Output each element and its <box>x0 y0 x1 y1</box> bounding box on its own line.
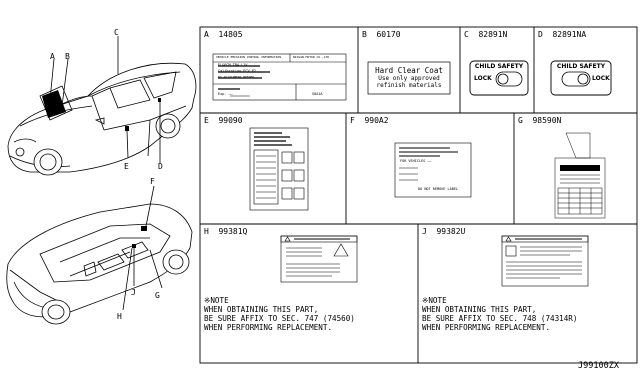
callout-a: A <box>50 52 55 61</box>
label-a-row1: VEHICLE EMISSION CONTROL INFORMATION <box>216 55 282 59</box>
label-a-drawing <box>212 53 347 101</box>
cell-h-title: H 99381Q <box>204 227 248 236</box>
cell-a-title: A 14805 <box>204 30 243 39</box>
label-grid <box>199 26 638 364</box>
label-d-title: CHILD SAFETY <box>556 63 606 70</box>
note-j-line3: BE SURE AFFIX TO SEC. 748 (74314R) <box>422 314 578 323</box>
callout-d: D <box>158 162 163 171</box>
note-h-line1: ※NOTE <box>204 296 229 305</box>
label-j-drawing <box>501 235 589 287</box>
top-car-drawing <box>7 36 197 176</box>
callout-e: E <box>124 162 129 171</box>
note-h-line3: BE SURE AFFIX TO SEC. 747 (74560) <box>204 314 355 323</box>
cell-j-title: J 99382U <box>422 227 466 236</box>
note-j-line1: ※NOTE <box>422 296 447 305</box>
reference-code: J99100ZX <box>578 361 619 371</box>
label-a-brand: NISSAN MOTOR CO.,LTD <box>293 55 330 59</box>
label-a-row5: Exp. —— <box>218 92 233 96</box>
cell-f-title: F 990A2 <box>350 116 389 125</box>
label-a-row2: EL&ECM TBA L1V <box>218 63 248 67</box>
label-a-code: S0A1A <box>312 92 323 96</box>
label-c-title: CHILD SAFETY <box>474 63 524 70</box>
callout-c: C <box>114 28 119 37</box>
cell-b-title: B 60170 <box>362 30 401 39</box>
label-d-lock: LOCK <box>592 75 610 82</box>
label-e-drawing <box>249 127 309 211</box>
callout-f: F <box>150 177 155 186</box>
label-f-bottom: DO NOT REMOVE LABEL <box>418 187 459 191</box>
callout-h: H <box>117 312 122 321</box>
label-f-for-vehicles: FOR VEHICLES —— <box>400 159 432 163</box>
label-c-lock: LOCK <box>474 75 492 82</box>
cell-g-title: G 98590N <box>518 116 562 125</box>
note-j-line4: WHEN PERFORMING REPLACEMENT. <box>422 323 551 332</box>
label-a-row3: Calibration ECV P2 <box>218 69 256 73</box>
label-h-drawing <box>280 235 358 283</box>
label-a-row4: NO ADJUSTMENT NEEDED <box>218 75 255 79</box>
cell-c-title: C 82891N <box>464 30 508 39</box>
note-h-line2: WHEN OBTAINING THIS PART, <box>204 305 319 314</box>
label-b-frame <box>367 61 451 95</box>
callout-b: B <box>65 52 70 61</box>
callout-g: G <box>155 291 160 300</box>
label-f-drawing <box>394 142 472 198</box>
note-h-line4: WHEN PERFORMING REPLACEMENT. <box>204 323 333 332</box>
note-h: ※NOTE WHEN OBTAINING THIS PART, BE SURE … <box>204 296 355 332</box>
note-j: ※NOTE WHEN OBTAINING THIS PART, BE SURE … <box>422 296 577 332</box>
cell-e-title: E 99090 <box>204 116 243 125</box>
label-c-drawing <box>469 60 529 96</box>
callout-j: J <box>131 288 136 297</box>
note-j-line2: WHEN OBTAINING THIS PART, <box>422 305 537 314</box>
label-d-drawing <box>550 60 612 96</box>
label-b-line2: Use only approved <box>378 75 440 82</box>
cell-d-title: D 82891NA <box>538 30 587 39</box>
label-b-line3: refinish materials <box>376 82 442 89</box>
label-b-line1: Hard Clear Coat <box>375 66 443 75</box>
bottom-car-drawing <box>6 185 193 325</box>
label-g-drawing <box>554 132 606 219</box>
